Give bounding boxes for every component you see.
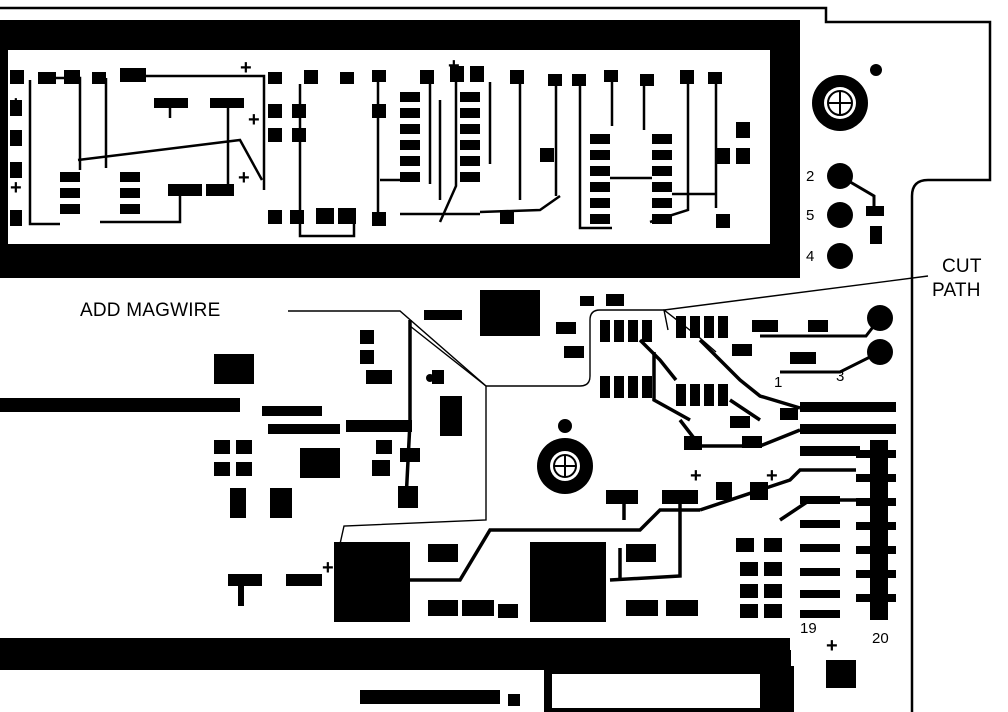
cut-path-leader bbox=[663, 275, 929, 331]
lower-component-area bbox=[0, 290, 896, 706]
plus-mark: + bbox=[448, 55, 460, 77]
add-magwire-label: ADD MAGWIRE bbox=[80, 300, 221, 321]
plus-mark: + bbox=[238, 167, 250, 189]
plus-mark: + bbox=[10, 177, 22, 199]
magwire-route bbox=[339, 309, 717, 545]
plus-mark: + bbox=[248, 109, 260, 131]
center-mounting-hole bbox=[537, 419, 593, 494]
pin-pads-1-3 bbox=[760, 305, 893, 374]
polarity-marks: + + + + + + + + + + bbox=[10, 55, 838, 657]
lower-ground-plane bbox=[0, 638, 794, 712]
plus-mark: + bbox=[10, 93, 22, 115]
pin-label-3: 3 bbox=[836, 368, 845, 385]
plus-mark: + bbox=[240, 57, 252, 79]
cut-path-label-line2: PATH bbox=[932, 280, 981, 301]
lower-traces bbox=[390, 320, 856, 582]
plus-mark: + bbox=[766, 465, 778, 487]
plus-mark: + bbox=[826, 635, 838, 657]
pin-label-4: 4 bbox=[806, 248, 815, 265]
cut-path-label-line1: CUT bbox=[942, 256, 982, 277]
pin-label-2: 2 bbox=[806, 168, 815, 185]
pin-label-19: 19 bbox=[800, 620, 817, 637]
board-outline bbox=[0, 6, 992, 712]
pin-label-20: 20 bbox=[872, 630, 889, 647]
add-magwire-leader bbox=[288, 310, 487, 387]
pin-label-1: 1 bbox=[774, 374, 783, 391]
upper-right-hardware bbox=[812, 64, 884, 269]
upper-component-area bbox=[10, 66, 750, 238]
pin-label-5: 5 bbox=[806, 207, 815, 224]
plus-mark: + bbox=[322, 557, 334, 579]
upper-ground-plane bbox=[0, 20, 800, 278]
plus-mark: + bbox=[690, 465, 702, 487]
